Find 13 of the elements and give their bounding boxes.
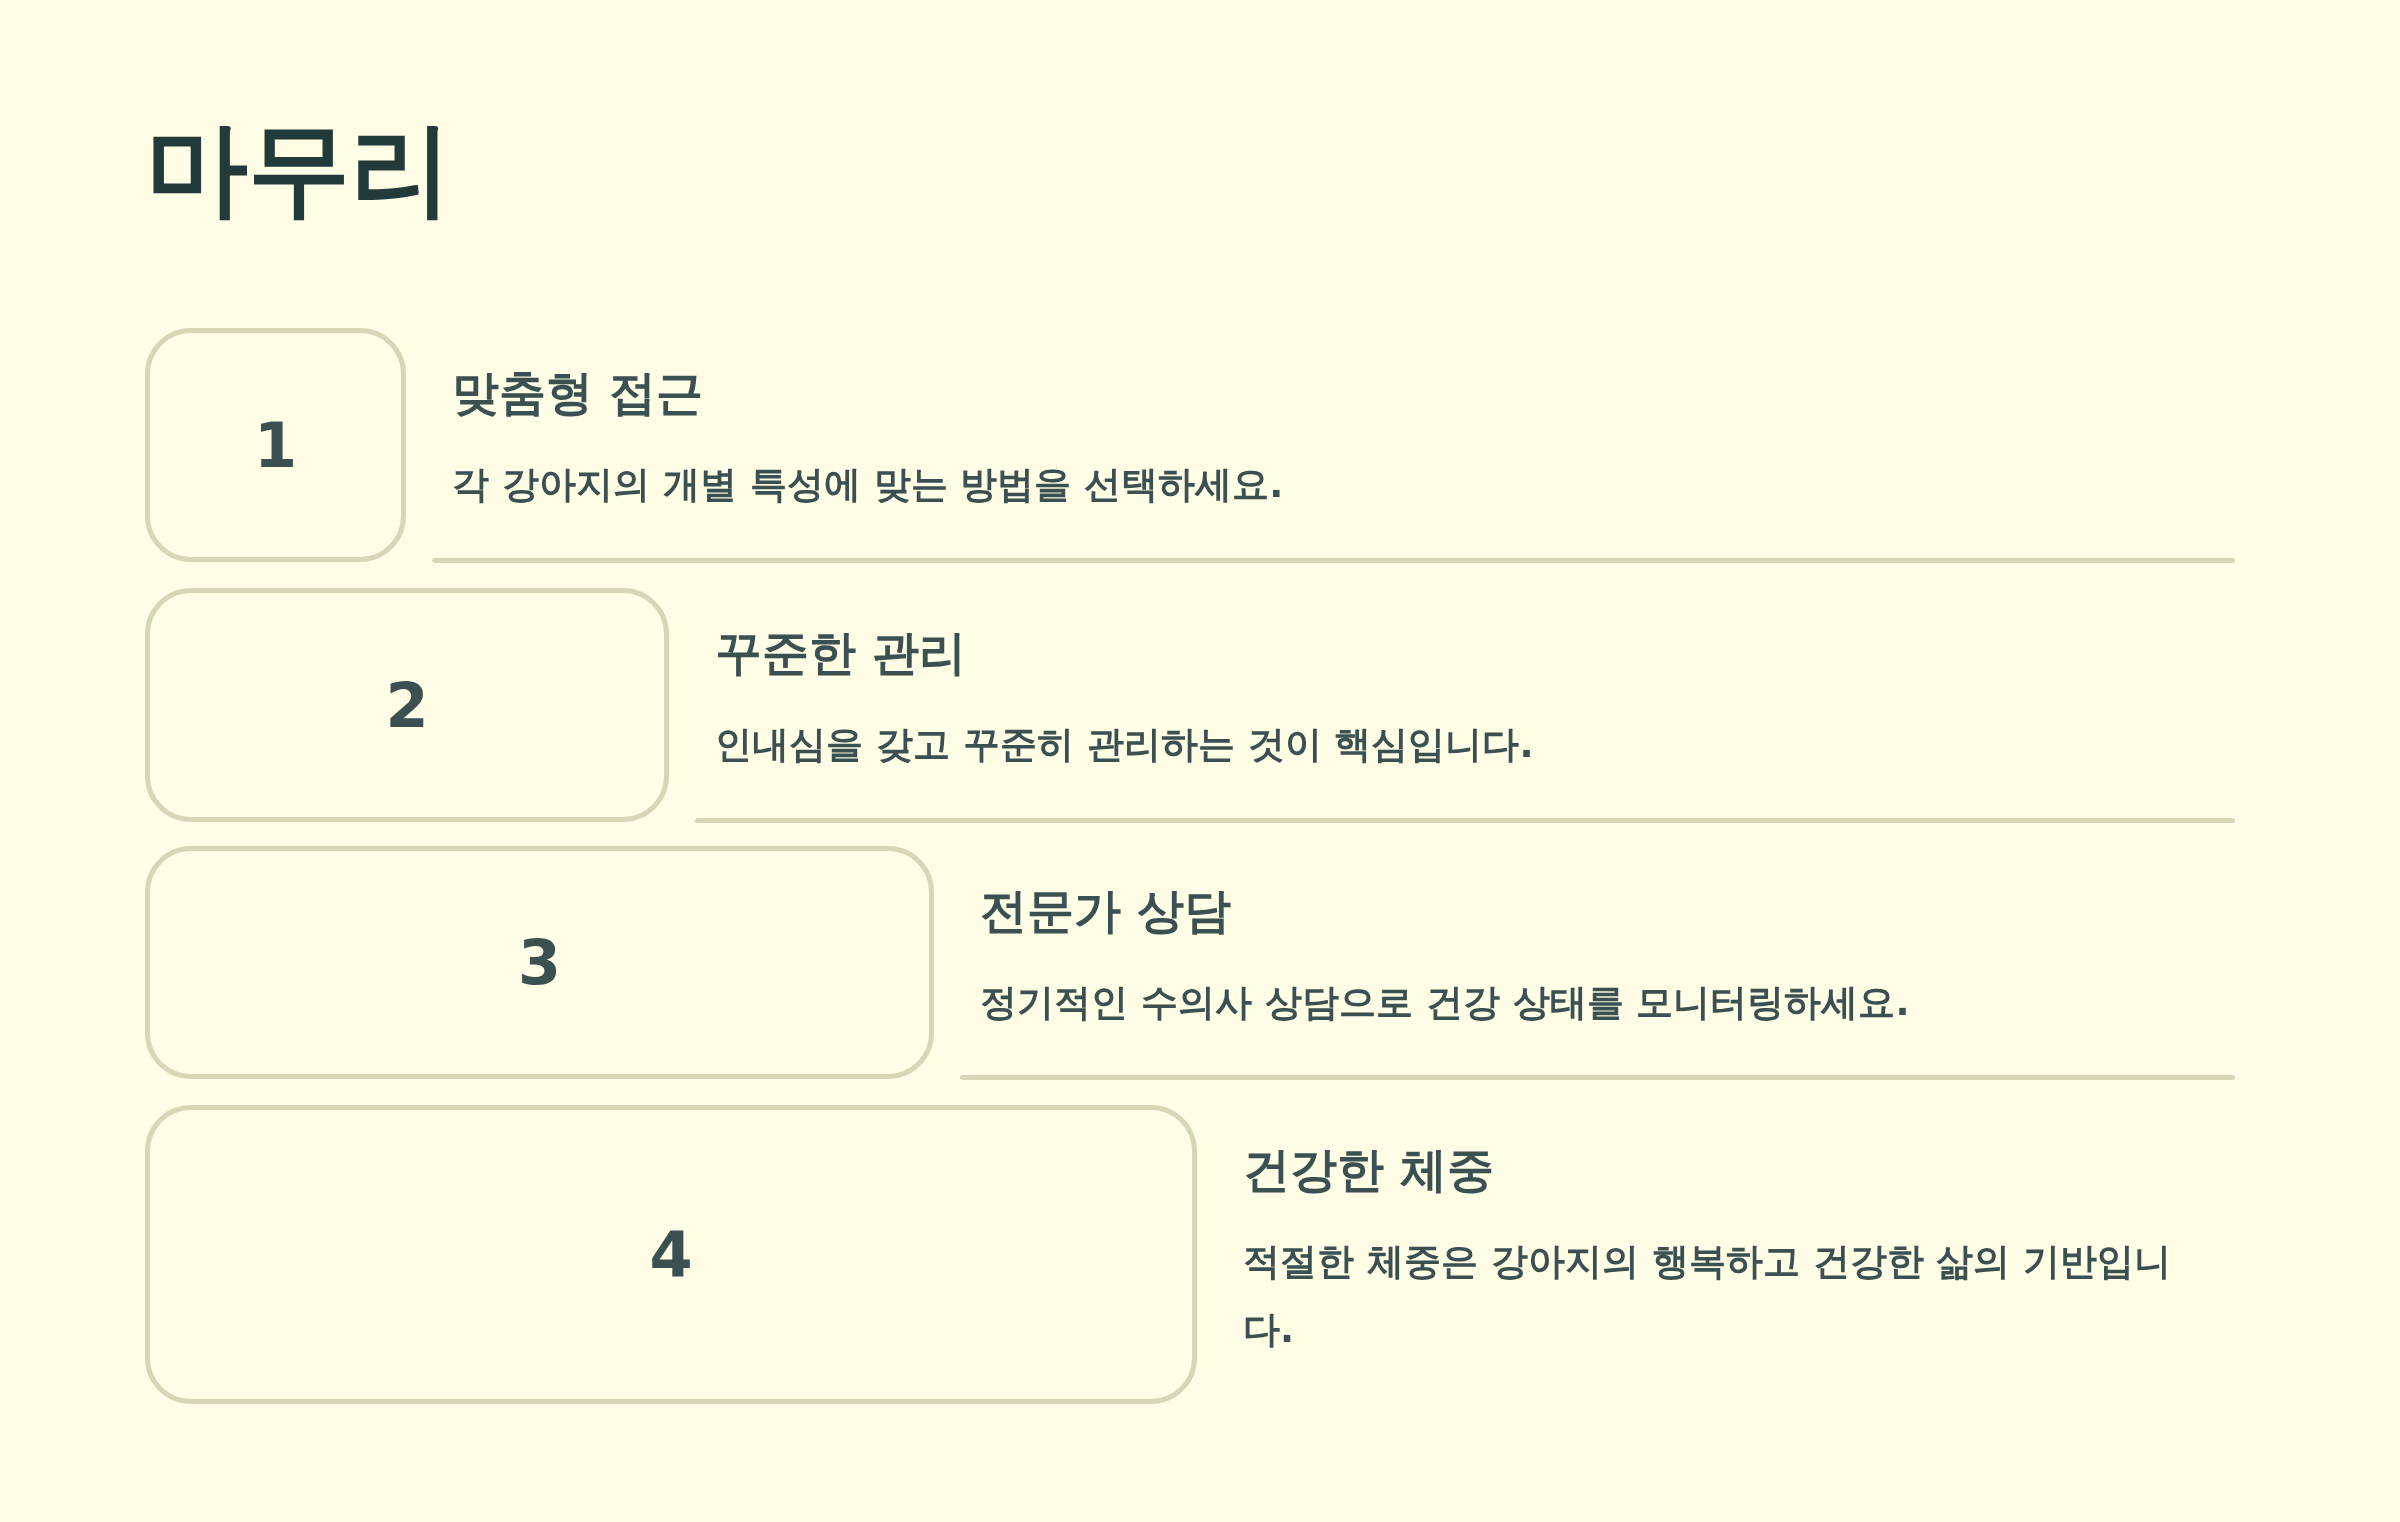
item-description: 적절한 체중은 강아지의 행복하고 건강한 삶의 기반입니다.: [1243, 1239, 2173, 1353]
item-heading: 전문가 상담: [980, 882, 1232, 940]
number-box: 3: [145, 846, 934, 1079]
item-description: 각 강아지의 개별 특성에 맞는 방법을 선택하세요.: [452, 462, 1284, 508]
number-box: 1: [145, 328, 406, 562]
item-description: 정기적인 수의사 상담으로 건강 상태를 모니터링하세요.: [980, 980, 1910, 1026]
number-box: 4: [145, 1105, 1197, 1404]
title: 마무리: [146, 108, 452, 230]
item-description: 인내심을 갖고 꾸준히 관리하는 것이 핵심입니다.: [715, 722, 1534, 768]
item-heading: 맞춤형 접근: [452, 364, 704, 422]
number-box: 2: [145, 588, 669, 822]
item-heading: 꾸준한 관리: [715, 624, 967, 682]
item-heading: 건강한 체중: [1243, 1141, 1495, 1199]
